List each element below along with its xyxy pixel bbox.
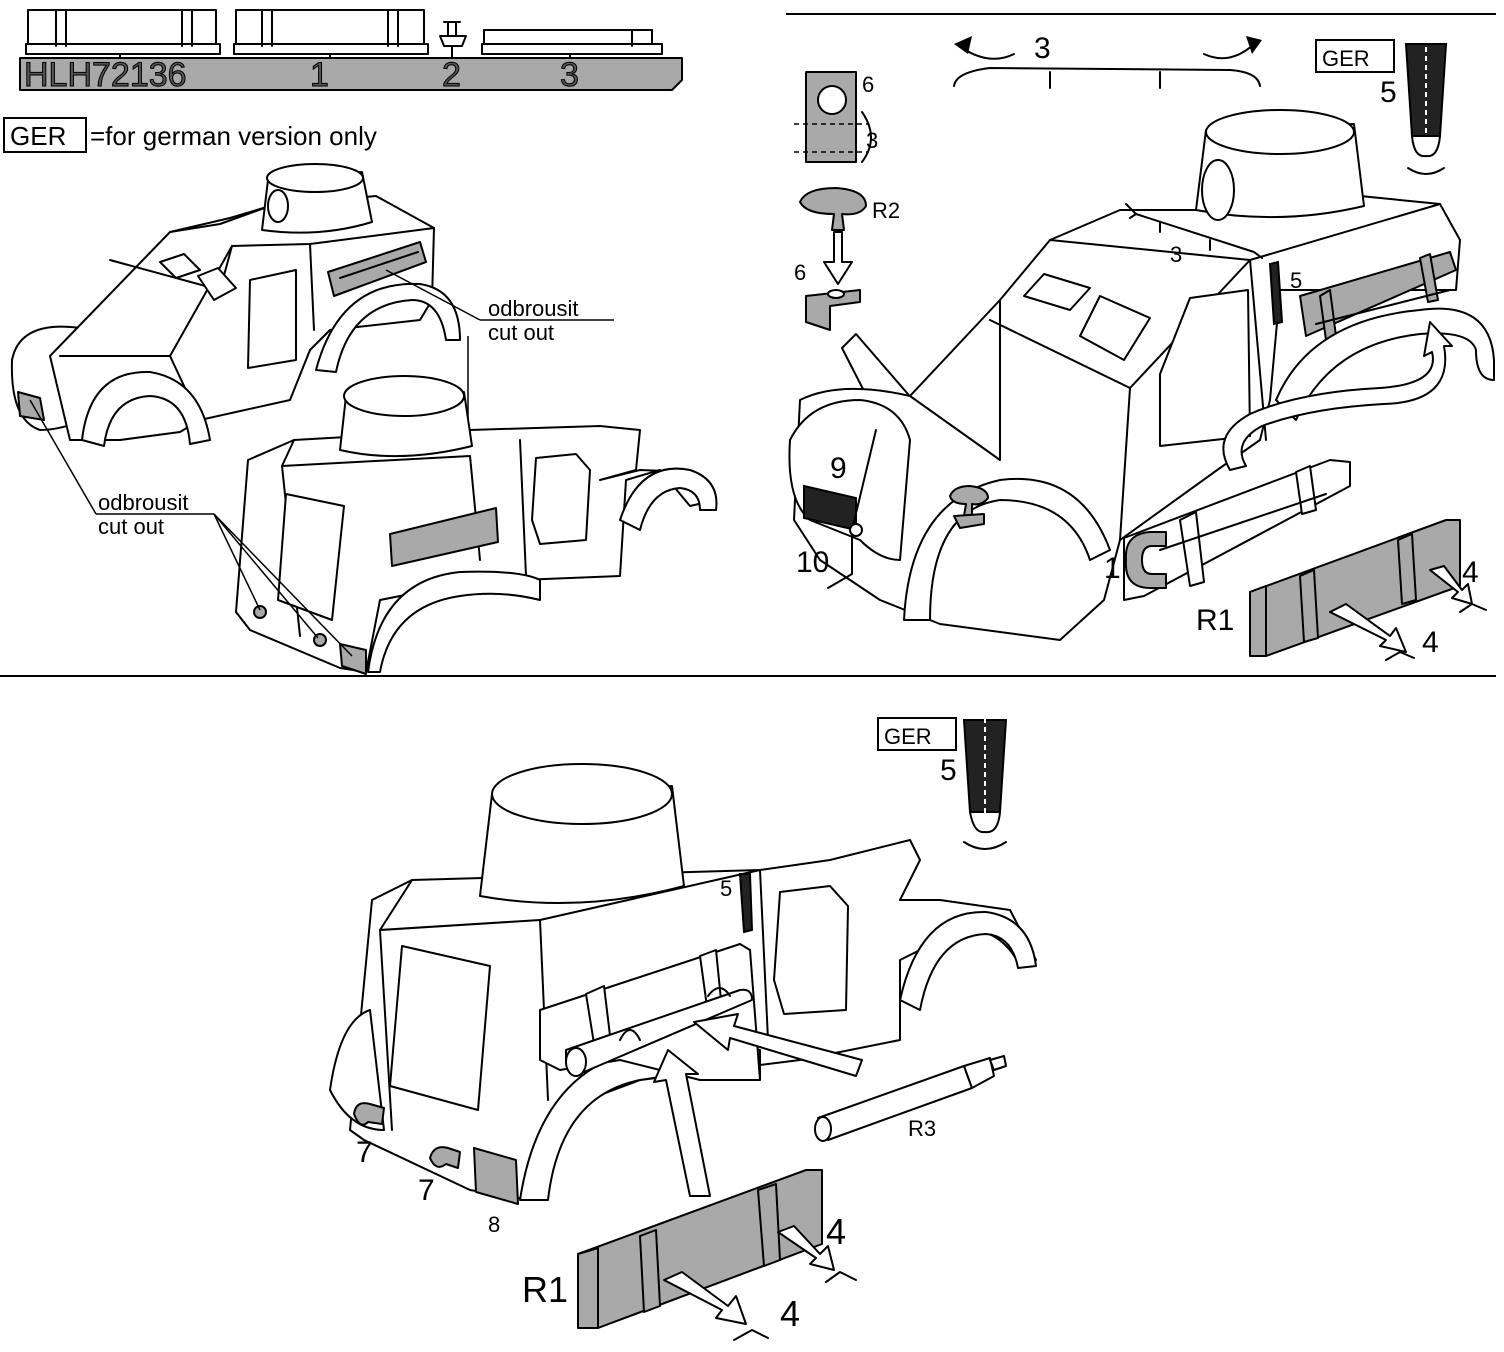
part-9-label: 9 [830, 452, 847, 485]
part-r1-box-bottom [577, 1169, 823, 1329]
cut-out-note-2-en: cut out [98, 514, 164, 539]
car-front-view-right [788, 109, 1495, 641]
arrow-r1-to-rack [653, 1049, 711, 1197]
part-5-fitted-label-top-right: 5 [1290, 268, 1302, 293]
part-1-label: 1 [1104, 552, 1121, 585]
part-3-rail [953, 36, 1262, 89]
cut-out-note-2-cz: odbrousit [98, 490, 189, 515]
part-7a-label: 7 [356, 1136, 373, 1169]
ger-badge-text: GER [10, 121, 66, 151]
part-r1-box-top-right [1249, 519, 1461, 657]
part-r1-label-top-right: R1 [1196, 604, 1234, 637]
part-5-ger-bottom [962, 700, 1008, 860]
part-4b-label-bottom: 4 [780, 1293, 800, 1334]
part-6-bracket [794, 71, 872, 163]
cut-out-note-1-cz: odbrousit [488, 296, 579, 321]
ger-badge-top-right-text: GER [1322, 46, 1370, 71]
sprue-part-number-3: 3 [560, 56, 579, 94]
part-4a-label-bottom: 4 [826, 1211, 846, 1252]
car-rear-view-upper [235, 375, 718, 675]
part-6-bracket-label: 6 [862, 72, 874, 97]
part-4b-label-top-right: 4 [1422, 626, 1439, 659]
sprue-part-number-1: 1 [310, 56, 329, 94]
sprue-code: HLH72136 [24, 56, 187, 94]
part-6-fitted [805, 289, 861, 331]
arrow-r3-to-rack [693, 1013, 863, 1077]
part-r2-label: R2 [872, 198, 900, 223]
cut-out-note-1-en: cut out [488, 320, 554, 345]
part-3-rail-label: 3 [1034, 32, 1051, 65]
car-front-view-upper [10, 163, 461, 447]
part-8-plate [473, 1147, 519, 1205]
sprue-frame: HLH72136 1 2 3 [19, 9, 683, 95]
part-r1-label-bottom: R1 [522, 1269, 568, 1310]
car-rear-view-lower [329, 763, 1037, 1205]
part-3-fitted-label: 3 [1170, 242, 1182, 267]
part-10-label: 10 [796, 546, 829, 579]
cut-out-area-rear-corner [339, 643, 367, 675]
ger-badge [3, 117, 87, 153]
part-r3-rod [814, 1055, 1007, 1142]
part-5-ger [1404, 20, 1448, 180]
part-8-label: 8 [488, 1212, 500, 1237]
part-r3-label: R3 [908, 1116, 936, 1141]
part-7b-label: 7 [418, 1174, 435, 1207]
part-4a-label-top-right: 4 [1462, 556, 1479, 589]
cut-out-area-rear-side [389, 507, 499, 567]
arrow-cradle-to-rack [1222, 321, 1453, 471]
ger-badge-bottom [877, 717, 957, 751]
ger-badge-top-right [1315, 39, 1395, 73]
part-r2-head [799, 187, 867, 285]
part-1-cradle [1123, 459, 1351, 601]
part-5-ger-label-bottom: 5 [940, 754, 957, 787]
ger-badge-bottom-text: GER [884, 724, 932, 749]
part-5-ger-label: 5 [1380, 76, 1397, 109]
part-5-fitted-label-bottom: 5 [720, 876, 732, 901]
ger-legend-text: =for german version only [90, 121, 377, 151]
ger-legend: GER =for german version only [3, 117, 377, 153]
cut-out-area-side [327, 241, 427, 297]
part-6-fold-label: 3 [866, 128, 878, 153]
part-6-fitted-label: 6 [794, 260, 806, 285]
sprue-part-number-2: 2 [442, 56, 461, 94]
